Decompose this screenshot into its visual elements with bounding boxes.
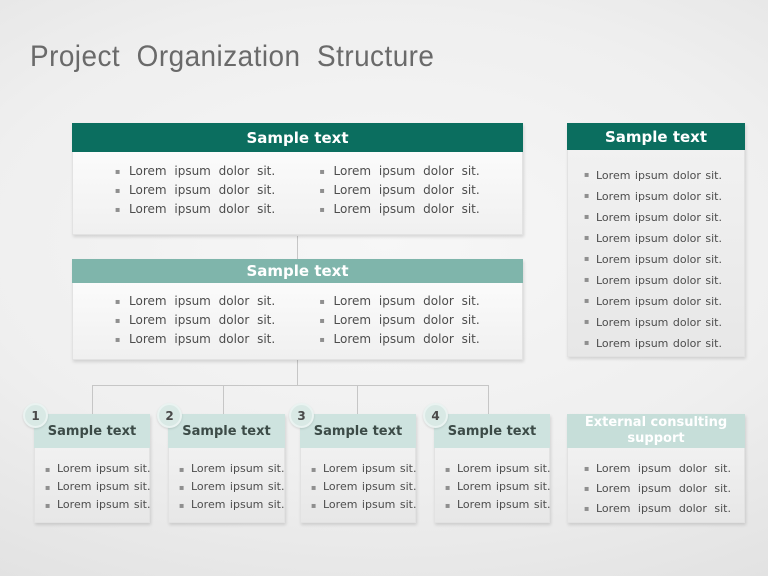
bullet-item: Lorem ipsum dolor sit. bbox=[113, 330, 318, 349]
step-number-badge-4: 4 bbox=[423, 403, 448, 428]
bullet-item: Lorem ipsum sit. bbox=[443, 460, 550, 479]
step-number-badge-2: 2 bbox=[157, 403, 182, 428]
org-box-bottom-4-body: Lorem ipsum sit. Lorem ipsum sit. Lorem … bbox=[434, 448, 550, 523]
bullet-item: Lorem ipsum dolor sit. bbox=[582, 165, 744, 186]
connector-drop-3 bbox=[357, 385, 358, 414]
org-box-external: External consulting support Lorem ipsum … bbox=[567, 414, 745, 523]
org-box-top-header: Sample text bbox=[72, 123, 523, 152]
connector-line-mid-down bbox=[297, 360, 298, 385]
bullet-item: Lorem ipsum dolor sit. bbox=[113, 181, 318, 200]
bullet-item: Lorem ipsum sit. bbox=[309, 460, 416, 479]
bullet-item: Lorem ipsum dolor sit. bbox=[318, 181, 523, 200]
org-box-bottom-2: Sample text Lorem ipsum sit. Lorem ipsum… bbox=[168, 414, 285, 523]
bullet-item: Lorem ipsum dolor sit. bbox=[318, 330, 523, 349]
bullet-item: Lorem ipsum dolor sit. bbox=[582, 270, 744, 291]
org-box-right-body: Lorem ipsum dolor sit. Lorem ipsum dolor… bbox=[567, 150, 745, 357]
bullet-item: Lorem ipsum sit. bbox=[177, 478, 284, 497]
org-box-middle-body: Lorem ipsum dolor sit. Lorem ipsum dolor… bbox=[72, 283, 523, 360]
org-box-top: Sample text Lorem ipsum dolor sit. Lorem… bbox=[72, 123, 523, 235]
bullet-item: Lorem ipsum dolor sit. bbox=[582, 186, 744, 207]
org-box-right-header: Sample text bbox=[567, 123, 745, 150]
step-number-badge-3: 3 bbox=[289, 403, 314, 428]
bullet-item: Lorem ipsum dolor sit. bbox=[113, 200, 318, 219]
bullet-item: Lorem ipsum sit. bbox=[309, 496, 416, 515]
bullet-item: Lorem ipsum dolor sit. bbox=[113, 292, 318, 311]
connector-drop-4 bbox=[488, 385, 489, 414]
connector-line-top-mid bbox=[297, 236, 298, 260]
bullet-item: Lorem ipsum sit. bbox=[443, 496, 550, 515]
org-box-external-body: Lorem ipsum dolor sit. Lorem ipsum dolor… bbox=[567, 448, 745, 523]
bullet-item: Lorem ipsum dolor sit. bbox=[582, 459, 744, 479]
connector-line-horizontal bbox=[92, 385, 489, 386]
connector-drop-2 bbox=[223, 385, 224, 414]
bullet-item: Lorem ipsum sit. bbox=[43, 460, 150, 479]
step-number-badge-1: 1 bbox=[23, 403, 48, 428]
bullet-item: Lorem ipsum dolor sit. bbox=[582, 499, 744, 519]
bullet-item: Lorem ipsum dolor sit. bbox=[582, 291, 744, 312]
bullet-item: Lorem ipsum dolor sit. bbox=[582, 249, 744, 270]
org-box-bottom-1: Sample text Lorem ipsum sit. Lorem ipsum… bbox=[34, 414, 150, 523]
org-box-middle: Sample text Lorem ipsum dolor sit. Lorem… bbox=[72, 259, 523, 360]
org-box-bottom-1-header: Sample text bbox=[34, 414, 150, 448]
org-box-bottom-1-body: Lorem ipsum sit. Lorem ipsum sit. Lorem … bbox=[34, 448, 150, 523]
bullet-item: Lorem ipsum sit. bbox=[43, 478, 150, 497]
org-box-bottom-4: Sample text Lorem ipsum sit. Lorem ipsum… bbox=[434, 414, 550, 523]
bullet-item: Lorem ipsum sit. bbox=[309, 478, 416, 497]
bullet-item: Lorem ipsum dolor sit. bbox=[582, 312, 744, 333]
bullet-item: Lorem ipsum dolor sit. bbox=[582, 479, 744, 499]
org-box-bottom-3-body: Lorem ipsum sit. Lorem ipsum sit. Lorem … bbox=[300, 448, 416, 523]
org-box-top-body: Lorem ipsum dolor sit. Lorem ipsum dolor… bbox=[72, 152, 523, 235]
bullet-item: Lorem ipsum sit. bbox=[43, 496, 150, 515]
bullet-item: Lorem ipsum dolor sit. bbox=[113, 162, 318, 181]
bullet-item: Lorem ipsum sit. bbox=[177, 460, 284, 479]
bullet-item: Lorem ipsum dolor sit. bbox=[582, 207, 744, 228]
org-box-right: Sample text Lorem ipsum dolor sit. Lorem… bbox=[567, 123, 745, 357]
org-box-bottom-3: Sample text Lorem ipsum sit. Lorem ipsum… bbox=[300, 414, 416, 523]
org-box-middle-header: Sample text bbox=[72, 259, 523, 283]
bullet-item: Lorem ipsum sit. bbox=[177, 496, 284, 515]
bullet-item: Lorem ipsum dolor sit. bbox=[318, 162, 523, 181]
bullet-item: Lorem ipsum dolor sit. bbox=[318, 311, 523, 330]
org-box-external-header: External consulting support bbox=[567, 414, 745, 448]
bullet-item: Lorem ipsum dolor sit. bbox=[318, 292, 523, 311]
org-box-bottom-2-body: Lorem ipsum sit. Lorem ipsum sit. Lorem … bbox=[168, 448, 285, 523]
org-box-bottom-3-header: Sample text bbox=[300, 414, 416, 448]
org-box-bottom-2-header: Sample text bbox=[168, 414, 285, 448]
org-box-bottom-4-header: Sample text bbox=[434, 414, 550, 448]
connector-drop-1 bbox=[92, 385, 93, 414]
page-title: Project Organization Structure bbox=[30, 40, 435, 73]
bullet-item: Lorem ipsum dolor sit. bbox=[582, 333, 744, 354]
bullet-item: Lorem ipsum dolor sit. bbox=[113, 311, 318, 330]
bullet-item: Lorem ipsum dolor sit. bbox=[318, 200, 523, 219]
bullet-item: Lorem ipsum dolor sit. bbox=[582, 228, 744, 249]
bullet-item: Lorem ipsum sit. bbox=[443, 478, 550, 497]
